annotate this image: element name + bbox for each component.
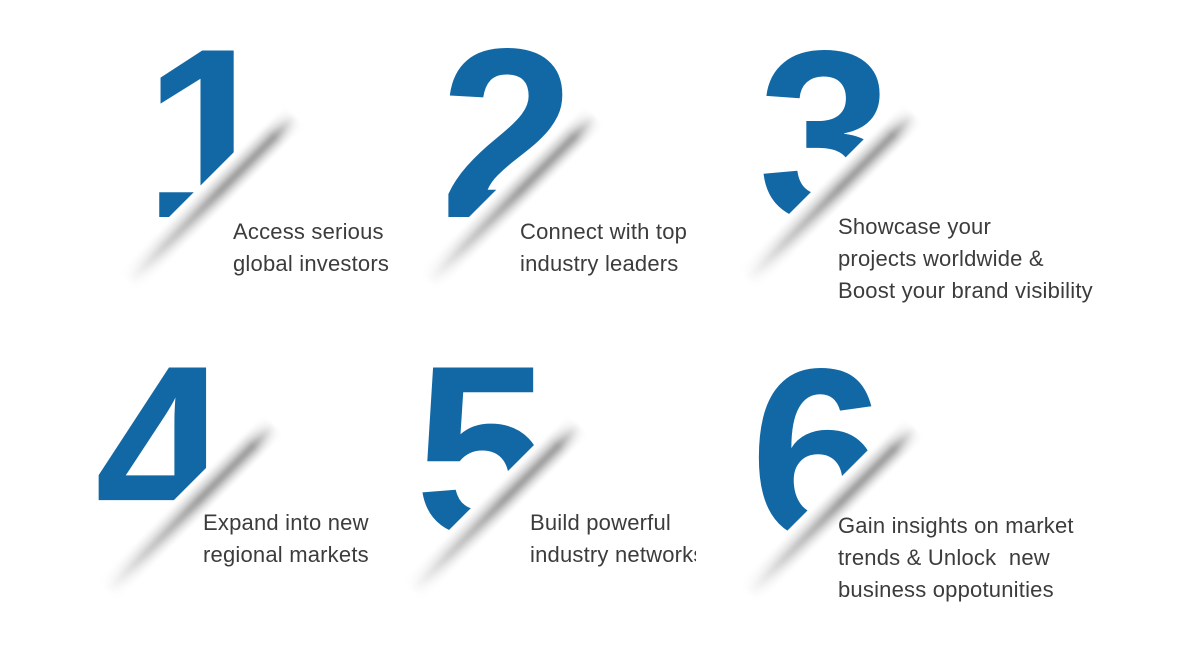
- benefit-3-text: Showcase your projects worldwide & Boost…: [838, 214, 1093, 303]
- benefit-6-text: Gain insights on market trends & Unlock …: [838, 513, 1074, 602]
- benefit-item-2: 2 Connect with top industry leaders: [400, 40, 712, 342]
- benefit-item-6: 6 Gain insights on market trends & Unloc…: [720, 352, 1152, 654]
- benefit-5-text: Build powerful industry networks: [530, 510, 696, 567]
- benefit-1-text: Access serious global investors: [233, 219, 390, 276]
- benefit-item-4: 4 Expand into new regional markets: [79, 349, 391, 651]
- benefit-2-text: Connect with top industry leaders: [520, 219, 688, 276]
- benefit-4-text: Expand into new regional markets: [203, 510, 369, 567]
- benefit-item-3: 3 Showcase your projects worldwide & Boo…: [719, 38, 1151, 340]
- benefit-item-1: 1 Access serious global investors: [100, 40, 412, 342]
- benefit-item-5: 5 Build powerful industry networks: [384, 349, 696, 651]
